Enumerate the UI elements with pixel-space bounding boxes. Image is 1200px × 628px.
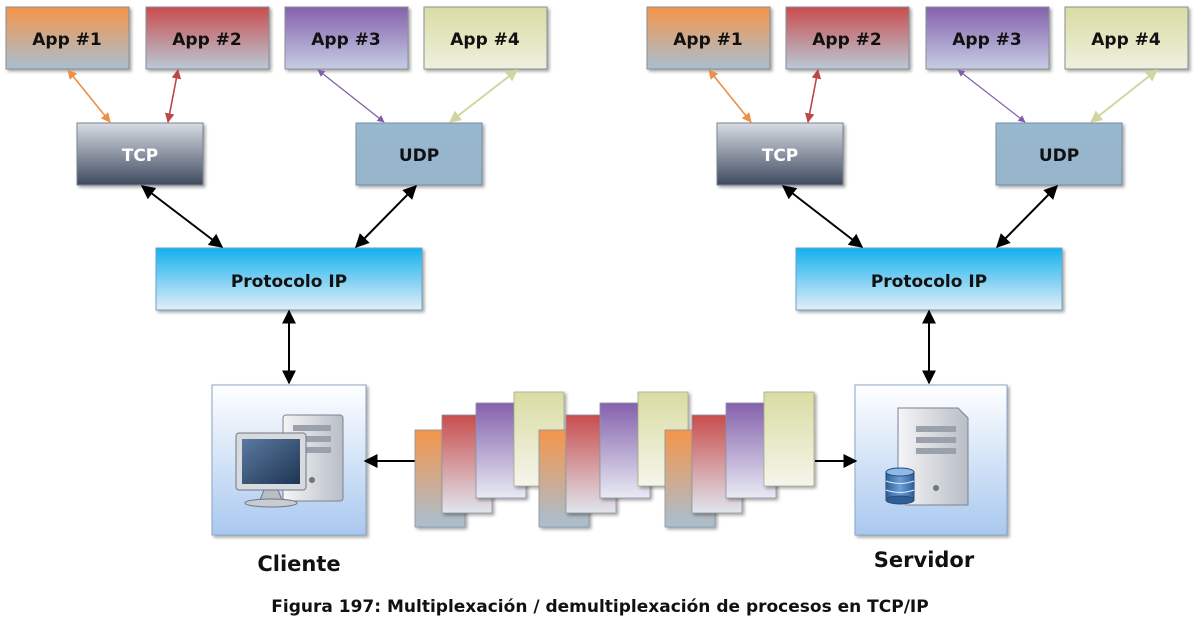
server-ip-box: Protocolo IP: [795, 247, 1063, 311]
server-arrow-app3-udp: [957, 69, 1026, 123]
client-app-2: App #2: [145, 6, 270, 70]
server-arrow-app2-tcp: [804, 69, 822, 123]
server-udp-label: UDP: [1039, 146, 1079, 166]
client-host: [211, 384, 367, 536]
server-app-2: App #2: [785, 6, 910, 70]
server-label: Servidor: [874, 548, 975, 572]
server-app-3-label: App #3: [952, 30, 1022, 50]
server-tcp-label: TCP: [762, 146, 799, 166]
client-label: Cliente: [257, 552, 340, 576]
client-arrow-app2-tcp: [164, 69, 182, 123]
server-tcp-box: TCP: [716, 122, 844, 186]
server-app-2-label: App #2: [812, 30, 882, 50]
server-app-3: App #3: [925, 6, 1050, 70]
client-app-2-label: App #2: [172, 30, 242, 50]
database-icon: [885, 467, 915, 505]
server-arrow-tcp-ip: [781, 185, 864, 248]
client-arrow-app3-udp: [317, 69, 385, 123]
server-icon: [885, 407, 969, 506]
server-arrow-app4-udp: [1090, 69, 1158, 123]
figure-caption: Figura 197: Multiplexación / demultiplex…: [271, 597, 928, 617]
client-arrow-app1-tcp: [67, 69, 111, 123]
client-udp-label: UDP: [399, 146, 439, 166]
client-tcp-box: TCP: [76, 122, 204, 186]
client-ip-label: Protocolo IP: [231, 272, 347, 292]
server-arrow-app1-tcp: [708, 69, 752, 123]
client-app-1-label: App #1: [32, 30, 102, 50]
server-app-4-label: App #4: [1091, 30, 1161, 50]
server-app-1-label: App #1: [673, 30, 743, 50]
server-app-4: App #4: [1064, 6, 1189, 70]
client-tcp-label: TCP: [122, 146, 159, 166]
server-udp-box: UDP: [995, 122, 1123, 186]
client-arrow-tcp-ip: [140, 185, 224, 248]
client-app-3-label: App #3: [311, 30, 381, 50]
desktop-computer-icon: [235, 414, 344, 508]
client-app-1: App #1: [5, 6, 130, 70]
client-ip-box: Protocolo IP: [155, 247, 423, 311]
server-arrow-udp-ip: [996, 185, 1058, 248]
client-app-3: App #3: [284, 6, 409, 70]
server-app-1: App #1: [646, 6, 771, 70]
packet-group-3: [664, 391, 815, 528]
server-ip-label: Protocolo IP: [871, 272, 987, 292]
client-app-4: App #4: [423, 6, 548, 70]
server-stack: App #1 App #2 App #3 App #4 TCP UDP Prot…: [646, 6, 1189, 385]
client-arrow-udp-ip: [355, 185, 417, 248]
client-stack: App #1 App #2 App #3 App #4 TCP UDP Prot…: [5, 6, 548, 385]
packet-group-2: [538, 391, 689, 528]
client-app-4-label: App #4: [450, 30, 520, 50]
packet-stream: [363, 391, 858, 528]
client-udp-box: UDP: [355, 122, 483, 186]
client-arrow-app4-udp: [449, 69, 518, 123]
server-host: [854, 384, 1008, 536]
